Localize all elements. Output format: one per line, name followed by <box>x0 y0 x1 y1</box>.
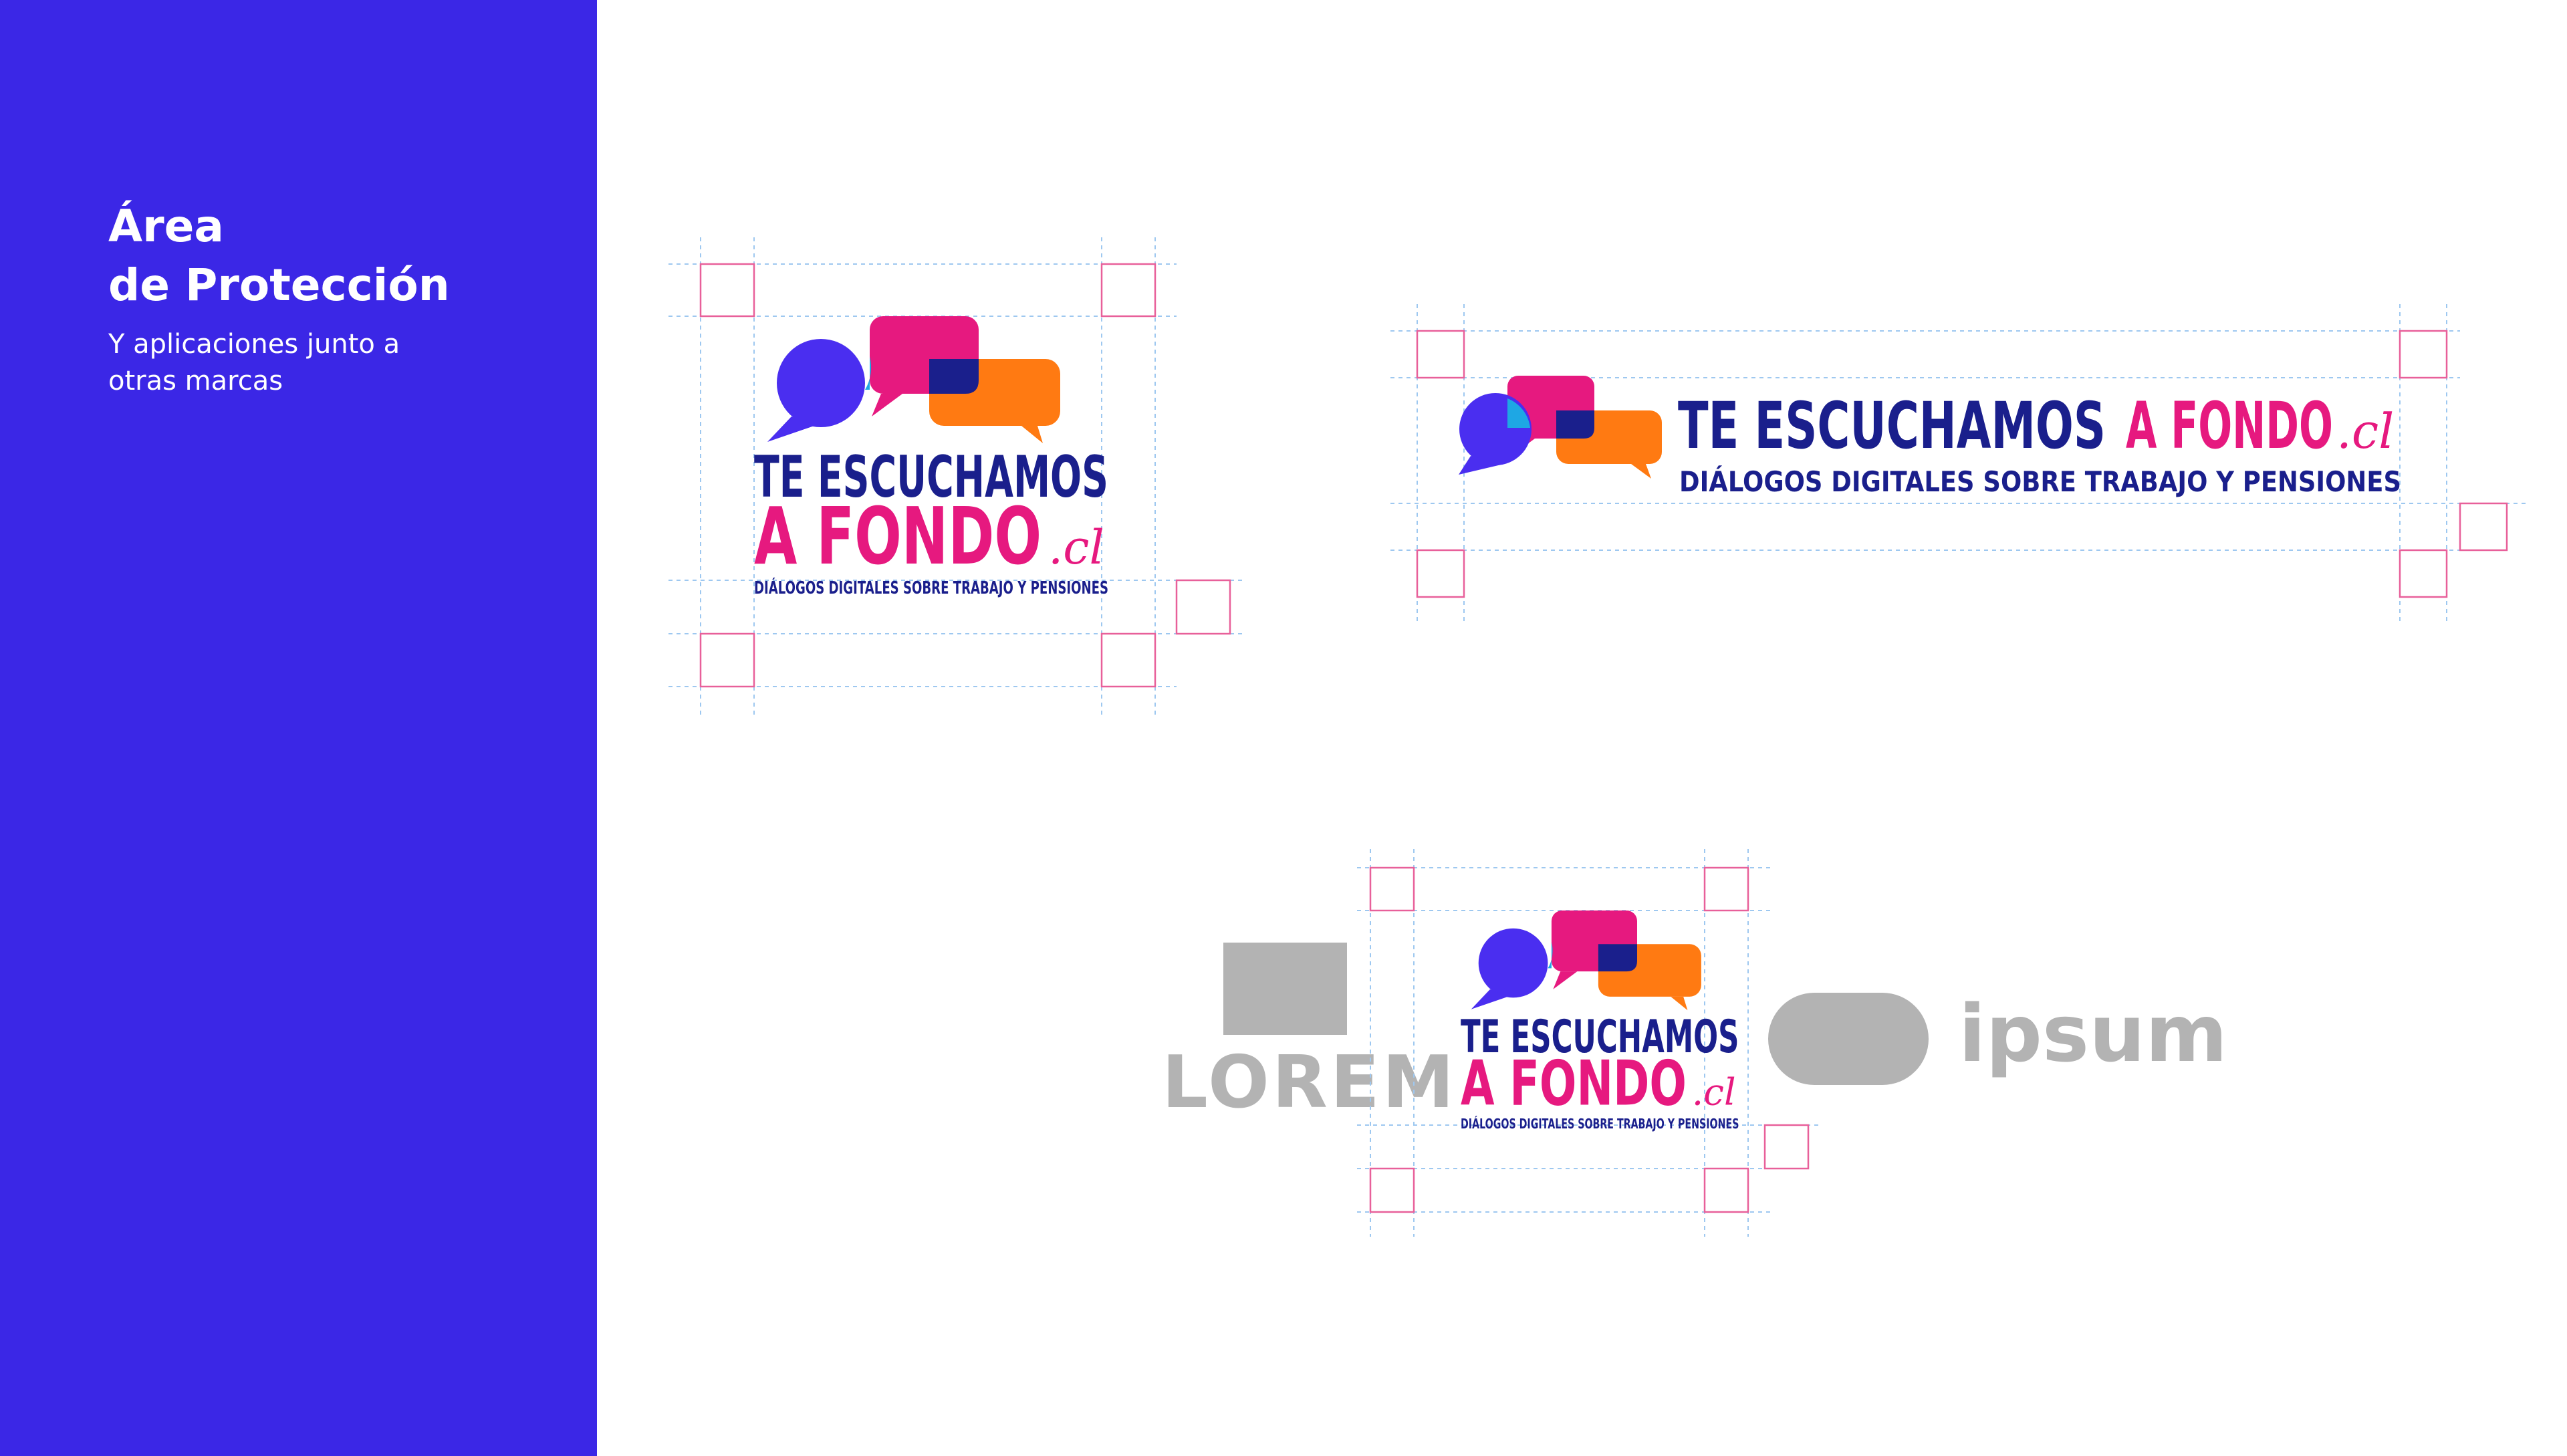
logo-line-2: A FONDO <box>2126 388 2333 463</box>
subtitle-line-2: otras marcas <box>108 366 283 396</box>
speech-bubbles-icon <box>767 316 1060 443</box>
logo-tagline: DIÁLOGOS DIGITALES SOBRE TRABAJO Y PENSI… <box>1679 465 2401 498</box>
logo-horizontal: TE ESCUCHAMOS A FONDO .cl DIÁLOGOS DIGIT… <box>1459 376 2401 498</box>
title-line-2: de Protección <box>108 259 450 311</box>
protection-area-stacked: TE ESCUCHAMOS A FONDO .cl DIÁLOGOS DIGIT… <box>668 237 1257 725</box>
logo-line-1: TE ESCUCHAMOS <box>1678 388 2106 463</box>
logo-line-2: A FONDO <box>754 490 1042 582</box>
partner-right-logo-mark <box>1768 993 1929 1085</box>
sidebar: Área de Protección Y aplicaciones junto … <box>0 0 597 1456</box>
title-line-1: Área <box>108 201 224 252</box>
logo-line-1: TE ESCUCHAMOS <box>754 444 1108 511</box>
protection-guides-partners <box>1357 849 1818 1237</box>
logo-tagline: DIÁLOGOS DIGITALES SOBRE TRABAJO Y PENSI… <box>754 577 1108 598</box>
partner-brand-left: LOREM <box>1156 943 1454 1123</box>
partner-left-logo-mark <box>1223 943 1347 1035</box>
partner-brand-right: ipsum <box>1768 990 2227 1086</box>
logo-with-partners: LOREM <box>1156 849 2227 1250</box>
logo-stacked: TE ESCUCHAMOS A FONDO .cl DIÁLOGOS DIGIT… <box>754 316 1108 598</box>
partner-left-wordmark: LOREM <box>1162 1041 1457 1124</box>
protection-area-horizontal: TE ESCUCHAMOS A FONDO .cl DIÁLOGOS DIGIT… <box>1390 304 2540 638</box>
speech-bubbles-icon <box>1471 911 1701 1011</box>
logo-stacked-small: TE ESCUCHAMOS A FONDO .cl DIÁLOGOS DIGIT… <box>1461 911 1739 1132</box>
logo-line-2: A FONDO <box>1461 1048 1687 1120</box>
logo-domain: .cl <box>1048 520 1104 575</box>
logo-domain: .cl <box>1692 1071 1736 1114</box>
logo-line-1: TE ESCUCHAMOS <box>1461 1010 1739 1063</box>
partner-right-wordmark: ipsum <box>1959 987 2228 1080</box>
subtitle-line-1: Y aplicaciones junto a <box>108 329 400 360</box>
page-subtitle: Y aplicaciones junto a otras marcas <box>108 326 483 400</box>
logo-tagline: DIÁLOGOS DIGITALES SOBRE TRABAJO Y PENSI… <box>1461 1115 1739 1132</box>
protection-guides <box>668 237 1243 719</box>
speech-bubbles-icon <box>1459 376 1662 479</box>
page-title: Área de Protección <box>108 197 450 315</box>
logo-domain: .cl <box>2336 403 2394 459</box>
